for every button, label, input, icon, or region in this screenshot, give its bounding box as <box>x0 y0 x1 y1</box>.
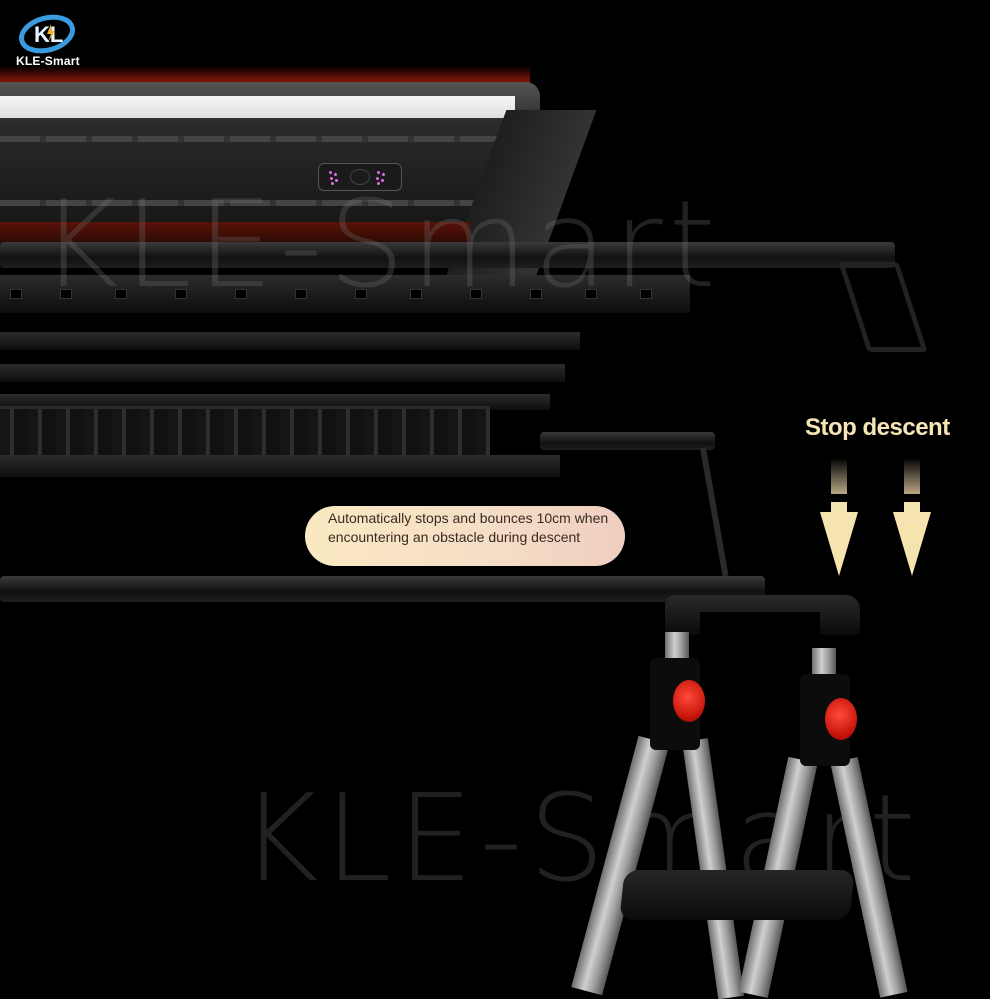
down-arrow-right-icon <box>893 458 931 576</box>
ladder-step <box>619 870 855 920</box>
ladder-lock-knob-left <box>673 680 705 722</box>
ladder-upper-tube-left <box>665 632 689 660</box>
middle-hanging-bar <box>540 432 715 450</box>
lower-hanging-bar <box>0 576 765 602</box>
feature-callout-text: Automatically stops and bounces 10cm whe… <box>328 510 609 545</box>
red-ambient-glow <box>0 66 530 84</box>
ladder-leg-front-left <box>571 735 670 996</box>
brand-name: KLE-Smart <box>16 54 80 68</box>
control-panel[interactable] <box>318 163 402 191</box>
rack-rail <box>0 332 580 350</box>
rack-rail <box>0 364 565 382</box>
top-hanging-bar <box>0 242 895 268</box>
svg-text:KL: KL <box>34 22 63 47</box>
rack-vent <box>0 136 500 142</box>
rack-vent <box>0 200 500 206</box>
ladder-upper-tube-right <box>812 648 836 676</box>
ladder-lock-knob-right <box>825 698 857 740</box>
clothes-peg-row <box>0 406 490 464</box>
brand-logo: KL <box>18 12 76 56</box>
rack-rail-with-holes <box>0 275 690 313</box>
rack-bottom-rail <box>0 455 560 477</box>
down-arrow-left-icon <box>820 458 858 576</box>
watermark-text: KLE-Smart <box>40 176 722 315</box>
stop-descent-label: Stop descent <box>805 414 950 441</box>
rack-led-light-bar <box>0 96 515 118</box>
ladder-leg-back-left <box>682 738 745 999</box>
red-reflection-strip <box>0 222 470 244</box>
feature-callout <box>305 506 625 566</box>
kl-logo-icon: KL <box>19 14 75 54</box>
sensor-icon <box>350 169 370 185</box>
ladder-cap-gap <box>700 612 820 638</box>
